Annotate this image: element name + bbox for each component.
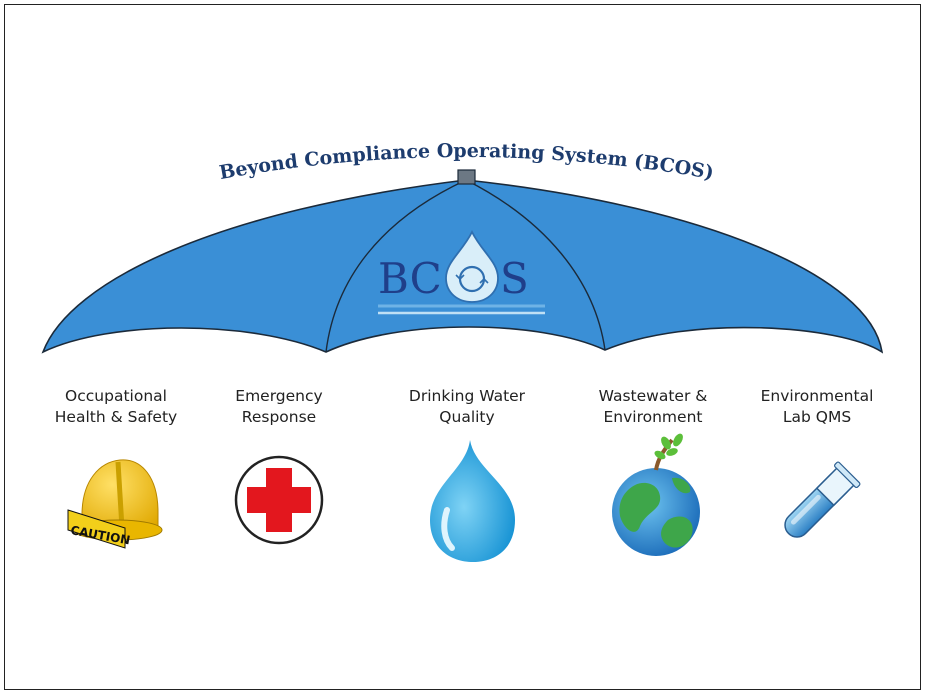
program-label-occupational-health-safety: Occupational Health & Safety bbox=[36, 386, 196, 428]
program-label-line2: Environment bbox=[603, 408, 703, 426]
program-label-emergency-response: Emergency Response bbox=[199, 386, 359, 428]
umbrella-rib-right bbox=[465, 179, 606, 351]
umbrella-rib-left bbox=[325, 179, 467, 353]
globe-sprout-icon bbox=[612, 433, 700, 556]
program-label-line2: Health & Safety bbox=[54, 408, 178, 426]
program-label-line1: Emergency bbox=[235, 387, 323, 405]
program-label-line2: Response bbox=[241, 408, 317, 426]
test-tube-icon bbox=[784, 461, 861, 538]
diagram-frame bbox=[4, 4, 921, 690]
bcos-logo: BC S bbox=[378, 229, 545, 315]
logo-text-left: BC bbox=[378, 254, 442, 303]
logo-text-right: S bbox=[500, 254, 529, 303]
program-label-line2: Lab QMS bbox=[782, 408, 852, 426]
program-label-line1: Wastewater & bbox=[598, 387, 708, 405]
program-label-environmental-lab-qms: Environmental Lab QMS bbox=[737, 386, 897, 428]
umbrella-cap bbox=[457, 169, 476, 185]
program-label-wastewater-environment: Wastewater & Environment bbox=[573, 386, 733, 428]
program-label-line1: Drinking Water bbox=[408, 387, 526, 405]
hard-hat-icon: CAUTION bbox=[67, 459, 163, 549]
program-label-line1: Occupational bbox=[65, 387, 167, 405]
program-label-line1: Environmental bbox=[760, 387, 874, 405]
water-drop-icon bbox=[430, 440, 515, 562]
red-cross-icon bbox=[234, 455, 324, 545]
program-label-line2: Quality bbox=[439, 408, 495, 426]
program-label-drinking-water-quality: Drinking Water Quality bbox=[387, 386, 547, 428]
